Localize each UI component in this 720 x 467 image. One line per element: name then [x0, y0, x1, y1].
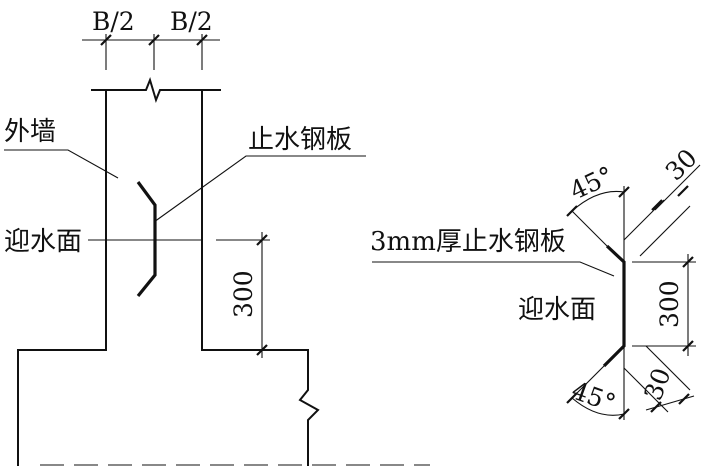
plate-spec-leader — [372, 261, 615, 277]
waterstop-plate-detail — [602, 244, 626, 368]
offset-label-top: 30 — [660, 143, 703, 186]
wall-top-break-line — [91, 76, 221, 104]
water-facing-label-right: 迎水面 — [518, 295, 596, 325]
water-facing-label-left: 迎水面 — [4, 227, 82, 257]
angle-arc-bottom — [571, 397, 625, 416]
top-dimension: B/2 B/2 — [82, 7, 220, 70]
waterstop-plate-label: 止水钢板 — [248, 125, 352, 155]
outer-wall-leader — [4, 149, 119, 179]
dimension-b-half-right: B/2 — [170, 7, 213, 36]
plate-spec-label: 3mm厚止水钢板 — [370, 227, 566, 257]
dimension-300-right: 300 — [655, 280, 684, 328]
waterstop-plate-leader — [153, 155, 366, 223]
waterstop-plate-left — [136, 181, 157, 298]
angle-label-bottom: 45° — [568, 376, 620, 418]
dimension-b-half-left: B/2 — [92, 7, 135, 36]
plate-detail: 45° 30 3mm厚止水钢板 300 迎水面 45° 30 — [370, 143, 703, 420]
dimension-300-left: 300 — [229, 270, 258, 318]
wall-section — [17, 76, 430, 466]
left-height-dimension: 300 — [216, 232, 270, 358]
angle-label-top: 45° — [565, 161, 617, 206]
footing-outline — [17, 349, 320, 466]
outer-wall-label: 外墙 — [4, 117, 56, 147]
